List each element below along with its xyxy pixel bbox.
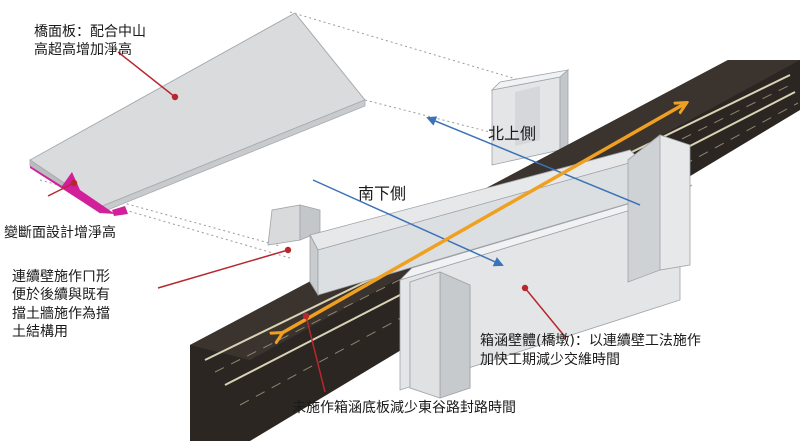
leader-no-bottom-slab — [302, 312, 326, 393]
continuous-wall-line-4: 土結構用 — [12, 324, 68, 341]
variable-section-haunch — [30, 166, 115, 214]
variable-section-label: 變斷面設計增淨高 — [4, 225, 116, 243]
deck-label-line-1: 橋面板：配合中山 — [34, 24, 146, 40]
leader-box-wall — [521, 284, 567, 339]
leader-deck — [117, 51, 179, 101]
box-wall-line-2: 加快工期減少交維時間 — [480, 351, 620, 368]
continuous-wall-line-1: 連續壁施作ㄇ形 — [12, 269, 110, 285]
rear-wall-north — [490, 69, 570, 166]
leader-continuous-wall — [157, 246, 292, 289]
leader-variable-section — [47, 179, 78, 197]
no-bottom-slab-label-text: 未施作箱涵底板減少東谷路封路時間 — [292, 400, 516, 416]
variable-section-label-text: 變斷面設計增淨高 — [4, 225, 116, 241]
road-span-arrow — [282, 103, 686, 333]
deck-label-line-2: 高超高增加淨高 — [34, 41, 132, 58]
deck-label: 橋面板：配合中山 高超高增加淨高 — [34, 24, 146, 59]
continuous-wall-line-2: 便於後續與既有 — [12, 287, 110, 304]
box-wall-line-1: 箱涵壁體(橋墩)：以連續壁工法施作 — [480, 333, 701, 349]
no-bottom-slab-label: 未施作箱涵底板減少東谷路封路時間 — [292, 400, 516, 418]
south-side-label: 南下側 — [358, 184, 406, 203]
north-side-label: 北上側 — [488, 124, 536, 143]
box-wall-label: 箱涵壁體(橋墩)：以連續壁工法施作 加快工期減少交維時間 — [480, 332, 701, 370]
continuous-wall-label: 連續壁施作ㄇ形 便於後續與既有 擋土牆施作為擋 土結構用 — [12, 268, 110, 342]
leader-lines — [47, 51, 567, 393]
continuous-wall-line-3: 擋土牆施作為擋 — [12, 305, 110, 322]
